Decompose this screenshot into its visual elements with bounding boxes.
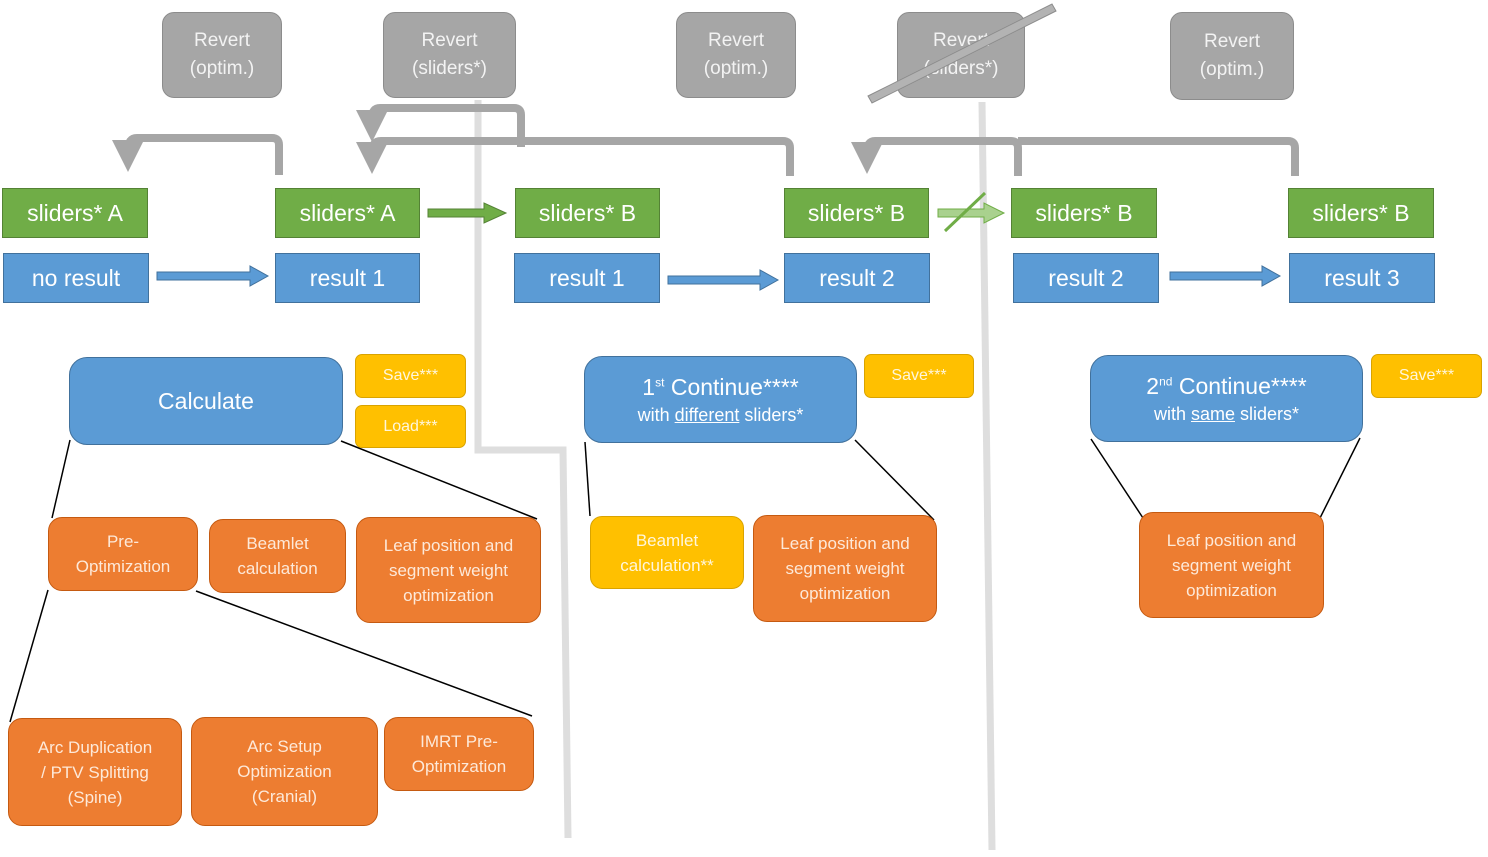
step-line: Optimization [75, 557, 171, 576]
green-arrow-disabled [937, 202, 1006, 224]
beamlet-calculation-optional-step: Beamlet calculation** [590, 516, 744, 589]
revert-sublabel: (optim.) [703, 58, 769, 79]
step-line: optimization [1186, 580, 1277, 600]
arc-duplication-step: Arc Duplication / PTV Splitting (Spine) [8, 718, 182, 826]
link-calc-right [340, 440, 538, 520]
save-button-1[interactable]: Save*** [355, 354, 466, 398]
result-state-5: result 2 [1013, 253, 1159, 303]
calculate-label: Calculate [158, 388, 254, 414]
link-cont1-left [584, 441, 591, 517]
sliders-state-3: sliders* B [515, 188, 660, 238]
sliders-state-4: sliders* B [784, 188, 929, 238]
step-line: / PTV Splitting [41, 762, 149, 782]
blue-arrow-3 [1169, 265, 1282, 287]
save-button-2[interactable]: Save*** [864, 354, 974, 398]
step-line: Leaf position and [383, 535, 514, 555]
continue-2-label: 2nd Continue**** [1146, 372, 1307, 399]
revert-arrow-4 [851, 137, 1022, 176]
beamlet-calculation-step: Beamlet calculation [209, 519, 346, 593]
green-arrow-a-to-b [427, 202, 508, 224]
step-line: segment weight [1171, 555, 1292, 575]
phase-separator-2 [978, 101, 996, 851]
revert-label: Revert [1204, 31, 1260, 52]
revert-sliders-button-1[interactable]: Revert (sliders*) [383, 12, 516, 98]
result-state-1: no result [3, 253, 149, 303]
revert-optim-button-3[interactable]: Revert (optim.) [1170, 12, 1294, 100]
step-line: segment weight [388, 560, 509, 580]
revert-arrow-3 [356, 137, 794, 176]
step-line: calculation** [620, 555, 714, 575]
revert-label: Revert [933, 30, 989, 51]
result-state-2: result 1 [275, 253, 420, 303]
imrt-pre-optimization-step: IMRT Pre- Optimization [384, 717, 534, 791]
revert-label: Revert [421, 30, 478, 51]
revert-label: Revert [708, 30, 764, 51]
continue-2-sublabel: with same sliders* [1153, 403, 1300, 424]
sliders-state-6: sliders* B [1288, 188, 1434, 238]
link-preopt-right [195, 590, 533, 717]
step-line: Optimization [237, 762, 332, 781]
step-line: optimization [403, 585, 494, 605]
sliders-state-5: sliders* B [1011, 188, 1157, 238]
revert-sublabel: (optim.) [1199, 59, 1265, 80]
calculate-button[interactable]: Calculate [69, 357, 343, 445]
link-calc-left [51, 439, 71, 519]
step-line: Beamlet [246, 534, 309, 553]
link-cont1-right [854, 439, 935, 521]
step-line: IMRT Pre- [420, 732, 498, 751]
revert-optim-button-1[interactable]: Revert (optim.) [162, 12, 282, 98]
revert-sublabel: (sliders*) [412, 58, 487, 79]
continue-1-sublabel: with different sliders* [637, 404, 804, 425]
result-state-6: result 3 [1289, 253, 1435, 303]
save-button-3[interactable]: Save*** [1371, 354, 1482, 398]
result-state-3: result 1 [514, 253, 660, 303]
step-line: (Spine) [67, 787, 123, 807]
load-button[interactable]: Load*** [355, 405, 466, 448]
phase-separator-1 [474, 100, 572, 839]
step-line: Leaf position and [1166, 530, 1297, 550]
step-line: Arc Duplication [37, 737, 153, 757]
result-state-4: result 2 [784, 253, 930, 303]
step-line: calculation [237, 559, 318, 578]
revert-sublabel: (sliders*) [923, 58, 999, 79]
step-line: optimization [799, 584, 891, 603]
step-line: segment weight [785, 559, 905, 578]
continue-1-button[interactable]: 1st Continue**** with different sliders* [584, 356, 857, 443]
revert-arrow-5 [1018, 137, 1299, 176]
step-line: Arc Setup [247, 737, 322, 756]
revert-optim-button-2[interactable]: Revert (optim.) [676, 12, 796, 98]
sliders-state-2: sliders* A [275, 188, 420, 238]
link-cont2-left [1090, 438, 1144, 519]
pre-optimization-step: Pre- Optimization [48, 517, 198, 591]
step-line: (Cranial) [251, 787, 318, 806]
blue-arrow-1 [156, 265, 270, 287]
revert-label: Revert [194, 30, 250, 51]
link-cont2-right [1319, 437, 1361, 519]
step-line: Leaf position and [780, 534, 910, 553]
leaf-position-step-3: Leaf position and segment weight optimiz… [1139, 512, 1324, 618]
leaf-position-step-1: Leaf position and segment weight optimiz… [356, 517, 541, 623]
strike-green-arrow [943, 191, 987, 233]
step-line: Optimization [411, 757, 507, 776]
leaf-position-step-2: Leaf position and segment weight optimiz… [753, 515, 937, 622]
revert-sublabel: (optim.) [189, 58, 255, 79]
sliders-state-1: sliders* A [2, 188, 148, 238]
blue-arrow-2 [667, 269, 780, 291]
link-preopt-left [9, 589, 49, 723]
continue-2-button[interactable]: 2nd Continue**** with same sliders* [1090, 355, 1363, 442]
step-line: Pre- [106, 532, 140, 551]
step-line: Beamlet [635, 530, 699, 550]
revert-arrow-1 [112, 134, 283, 175]
arc-setup-step: Arc Setup Optimization (Cranial) [191, 717, 378, 826]
revert-arrow-2 [356, 104, 525, 147]
continue-1-label: 1st Continue**** [642, 373, 799, 400]
revert-sliders-button-2[interactable]: Revert (sliders*) [897, 12, 1025, 98]
